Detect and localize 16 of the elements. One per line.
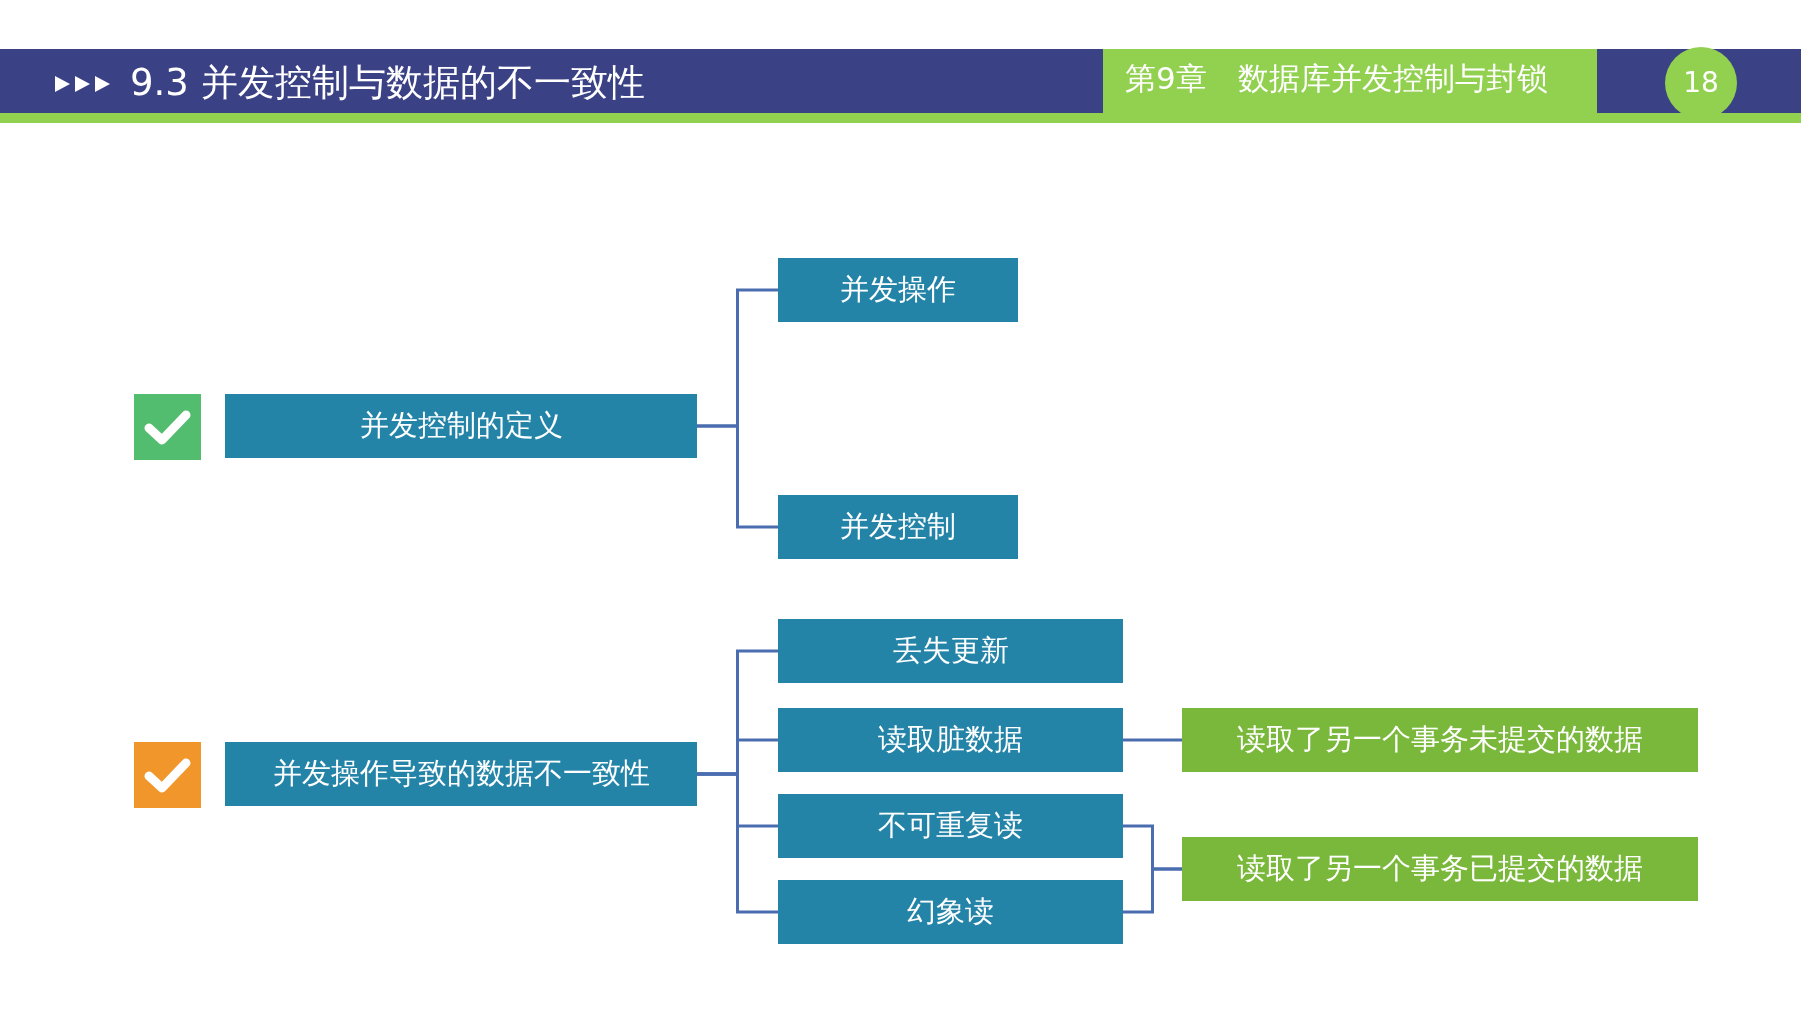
title: 9.3 并发控制与数据的不一致性: [130, 60, 645, 106]
connector-line: [1123, 738, 1182, 742]
topic-box: 读取脏数据: [778, 708, 1123, 772]
topic-box: 读取了另一个事务已提交的数据: [1182, 837, 1698, 901]
chapter-banner: 第9章 数据库并发控制与封锁: [1103, 49, 1597, 113]
connector-line: [697, 772, 778, 914]
topic-box: 并发控制: [778, 495, 1018, 559]
topic-box: 读取了另一个事务未提交的数据: [1182, 708, 1698, 772]
topic-box: 并发控制的定义: [225, 394, 697, 458]
topic-box: 幻象读: [778, 880, 1123, 944]
connector-line: [1123, 867, 1182, 914]
topic-box: 丢失更新: [778, 619, 1123, 683]
topic-box: 不可重复读: [778, 794, 1123, 858]
connector-line: [697, 424, 778, 529]
topic-box: 并发操作导致的数据不一致性: [225, 742, 697, 806]
topic-box: 并发操作: [778, 258, 1018, 322]
